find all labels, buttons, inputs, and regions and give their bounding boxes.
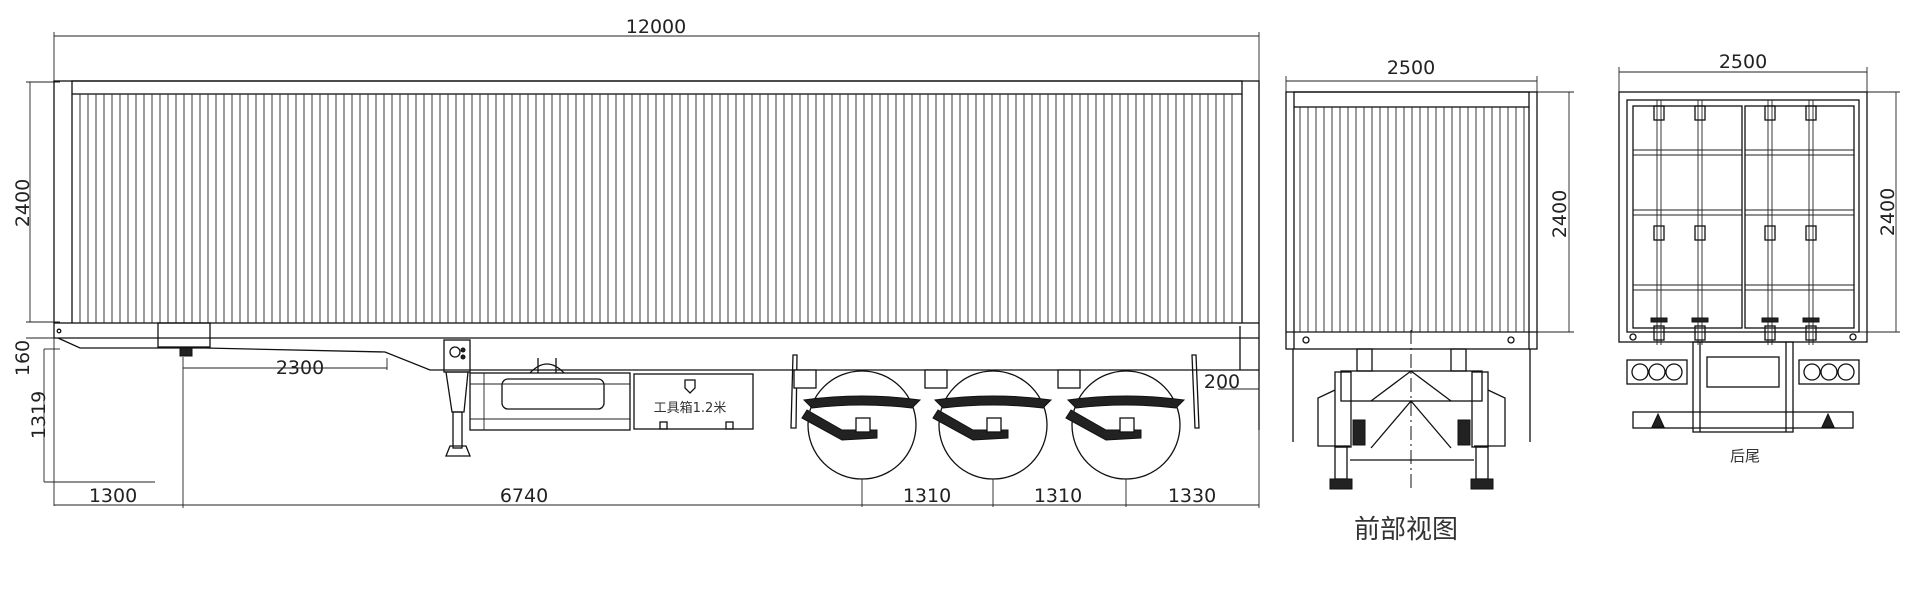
lock-cam [1805,105,1817,121]
toolbox: 工具箱1.2米 [633,373,754,430]
chassis: 工具箱1.2米 [53,322,1260,457]
hanger [793,369,817,389]
lock-handle [1691,317,1709,323]
side-view: 12000 2400 160 1319 [12,16,1260,508]
dim-label-1300: 1300 [89,485,137,507]
rear-width-label: 2500 [1719,51,1767,73]
front-view-caption: 前部视图 [1354,515,1458,545]
dim-label-1310-b: 1310 [1034,485,1082,507]
dim-kingpin-height: 1319 [28,348,155,483]
front-corrugation [1299,107,1525,332]
tail-light-right [1798,359,1860,385]
dim-label-2400: 2400 [12,179,34,227]
lock-cam [1694,325,1706,341]
kingpin [179,347,193,357]
top-rail [71,80,1243,95]
lock-handle [1761,317,1779,323]
lock-cam [1805,325,1817,341]
landing-gear [443,339,471,457]
dim-label-160: 160 [12,340,34,376]
lock-handle [1802,317,1820,323]
lock-cam [1694,225,1706,241]
hanger [1057,369,1081,389]
rear-door-right [1744,105,1855,329]
door-bars [1633,100,1854,345]
front-landing-gear [1292,330,1531,490]
axle-hub [1119,417,1135,433]
hanger [924,369,948,389]
dim-label-1310-a: 1310 [903,485,951,507]
dim-label-2300: 2300 [276,357,324,379]
lock-cam [1653,105,1665,121]
dim-label-6740: 6740 [500,485,548,507]
dim-box-height: 2400 160 [12,81,60,376]
lock-cam [1764,105,1776,121]
dim-label-1319: 1319 [28,391,50,439]
front-width-label: 2500 [1387,57,1435,79]
rear-view-caption: 后尾 [1730,447,1760,465]
lock-cam [1653,225,1665,241]
lock-cam [1764,325,1776,341]
rear-height-label: 2400 [1877,188,1899,236]
lock-handle [1650,317,1668,323]
dim-overall-length: 12000 [53,16,1260,506]
front-height-label: 2400 [1549,190,1571,238]
dim-label-1330: 1330 [1168,485,1216,507]
rear-bumper [1626,341,1860,433]
lock-cam [1805,225,1817,241]
axle-hub [986,417,1002,433]
dim-label-12000: 12000 [626,16,686,38]
rear-box [1618,91,1868,343]
leaf-spring [802,395,922,409]
dim-label-200: 200 [1204,371,1240,393]
front-view: 2500 2400 [1285,57,1574,545]
side-corrugation [79,94,1233,323]
tail-light-left [1626,359,1688,385]
toolbox-label: 工具箱1.2米 [654,400,727,416]
container-box [53,80,1260,324]
bottom-dimensions: 1300 6740 2300 1310 1310 1330 200 [54,357,1260,508]
lock-cam [1694,105,1706,121]
fuel-tank [469,358,631,431]
leaf-spring [1066,395,1186,409]
lock-cam [1653,325,1665,341]
rear-view: 2500 2400 后尾 [1618,51,1900,465]
lock-cam [1764,225,1776,241]
leaf-spring [933,395,1053,409]
axle-hub [855,417,871,433]
axle-group [793,369,1186,507]
rear-door-left [1632,105,1743,329]
